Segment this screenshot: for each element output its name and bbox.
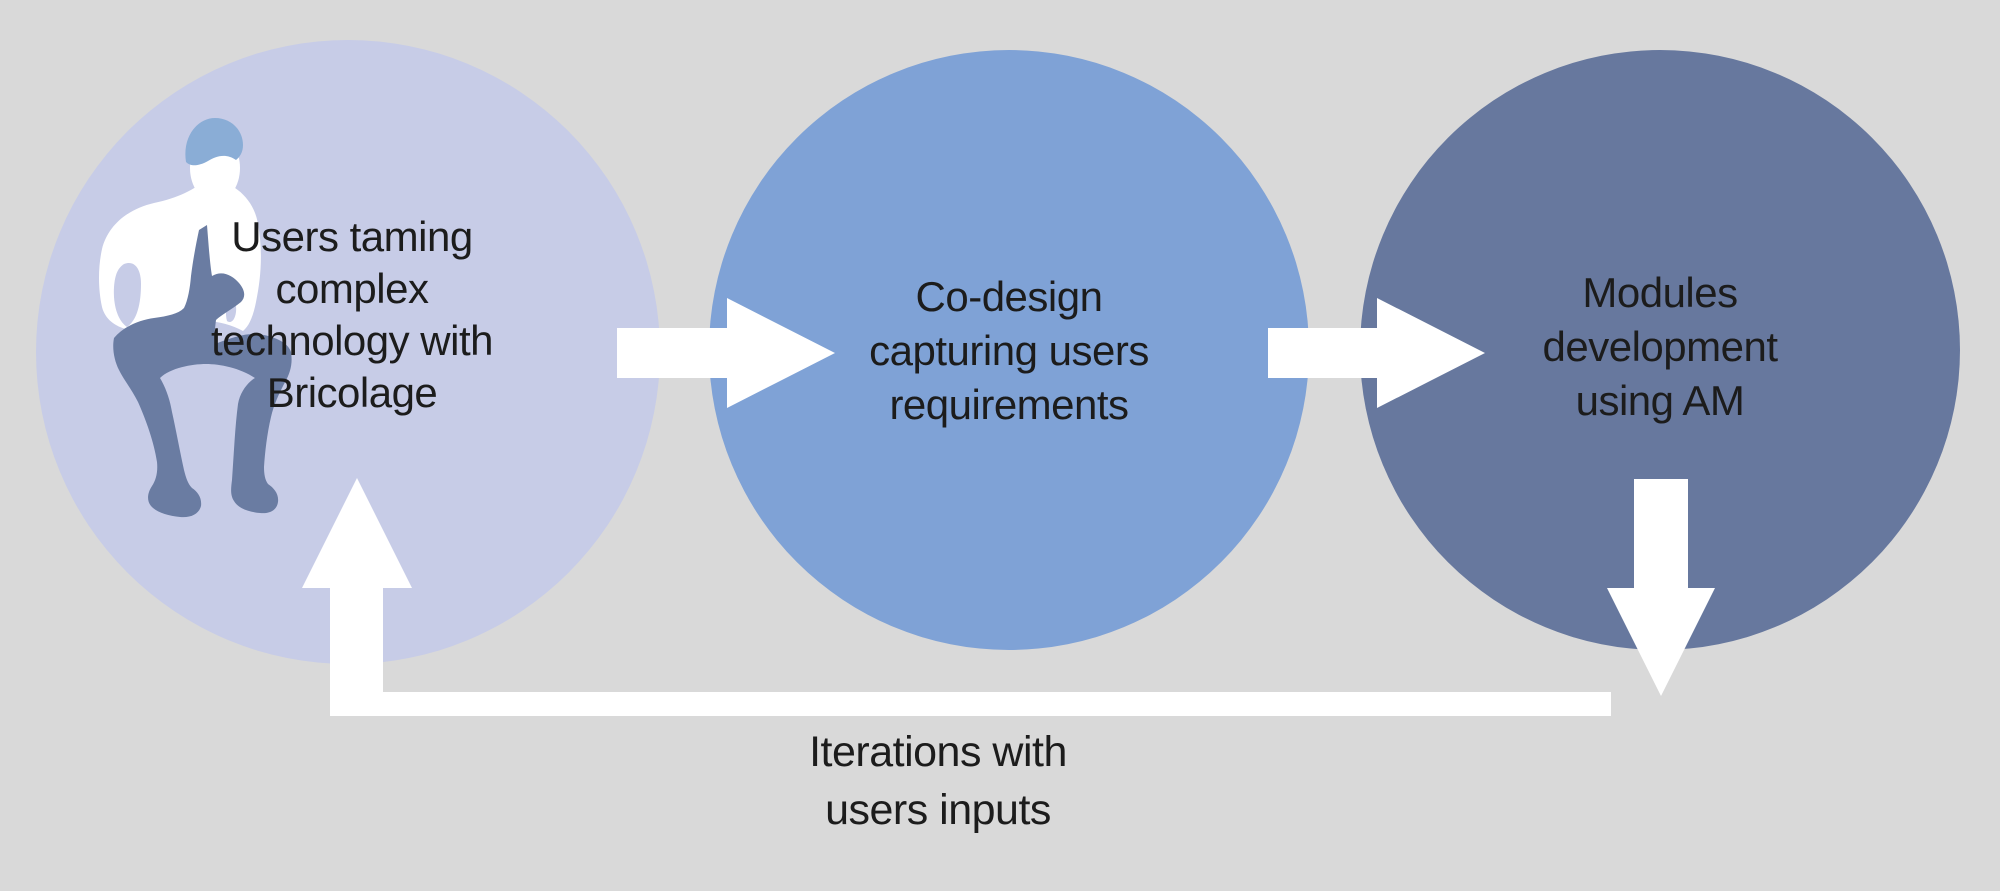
arrow-step3-down [1607, 479, 1715, 696]
arrow-step1-to-step2 [617, 298, 835, 408]
feedback-loop-arrow [302, 478, 1611, 716]
person-trousers [113, 225, 292, 518]
feedback-label: Iterations with users inputs [809, 728, 1067, 834]
step-label-modules: Modules development using AM [1542, 269, 1779, 424]
seated-person-icon [99, 118, 292, 518]
step-label-bricolage: Users taming complex technology with Bri… [210, 213, 494, 416]
arrow-step2-to-step3 [1268, 298, 1485, 408]
person-armpit-gap [113, 262, 141, 327]
person-hair [185, 118, 243, 166]
step-label-codesign: Co-design capturing users requirements [869, 273, 1149, 428]
